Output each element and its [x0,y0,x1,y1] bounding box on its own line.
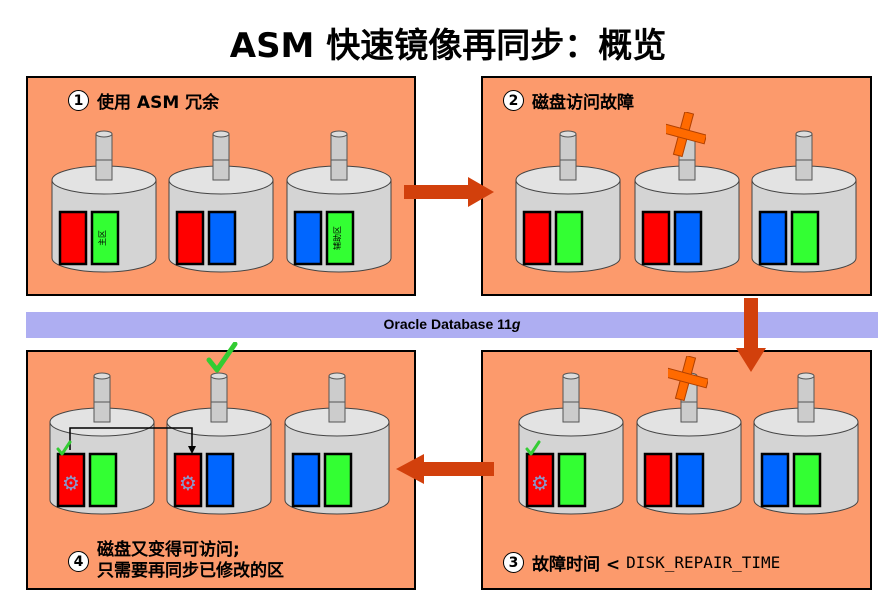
extent-blue [291,452,321,508]
panel-1-label: 1 使用 ASM 冗余 [68,88,219,113]
extent-red-updated: ⚙ [525,452,555,508]
arrow-right-icon [404,177,494,207]
panel-4-text-line1: 磁盘又变得可访问; [97,540,240,560]
disk-2-1 [514,130,622,275]
panel-3-label: 3 故障时间 < DISK_REPAIR_TIME [503,550,780,575]
arrow-down-icon [736,298,766,372]
extent-green [792,452,822,508]
extent-blue [760,452,790,508]
step-number-3: 3 [503,552,524,573]
step-number-1: 1 [68,90,89,111]
extent-green [323,452,353,508]
disk-4-1: ⚙ [48,372,156,517]
extent-red [641,210,671,266]
arrow-left-icon [396,454,494,484]
version-banner: Oracle Database 11g [26,312,878,338]
step-number-2: 2 [503,90,524,111]
disk-1-1: 主区 [50,130,158,275]
check-mark-icon [56,440,74,463]
banner-suffix: g [511,316,521,332]
extent-label: 辅助区 [332,226,342,250]
check-mark-icon [525,440,543,463]
failure-cross-icon [662,355,710,411]
extent-blue [293,210,323,266]
extent-green [790,210,820,266]
step-number-4: 4 [68,550,89,572]
page-title: ASM 快速镜像再同步：概览 [229,26,667,66]
extent-primary-green: 主区 [90,210,120,266]
extent-label: 主区 [97,230,107,246]
panel-4-label: 4 磁盘又变得可访问; 只需要再同步已修改的区 [68,540,284,582]
disk-3-3 [752,372,860,517]
gear-icon: ⚙ [531,473,549,495]
disk-4-3 [283,372,391,517]
panel-4-text-line2: 只需要再同步已修改的区 [97,561,284,581]
extent-red-updated: ⚙ [56,452,86,508]
extent-red [643,452,673,508]
panel-2-label: 2 磁盘访问故障 [503,88,634,113]
failure-cross-icon [660,111,708,167]
extent-green [554,210,584,266]
extent-blue [205,452,235,508]
panel-3-text: 故障时间 < [532,555,621,575]
extent-secondary-green: 辅助区 [325,210,355,266]
gear-icon: ⚙ [62,473,80,495]
panel-2-text: 磁盘访问故障 [532,93,634,113]
disk-2-2 [633,130,741,275]
extent-primary-red [58,210,88,266]
gear-icon: ⚙ [179,473,197,495]
disk-1-3: 辅助区 [285,130,393,275]
check-mark-icon [205,341,239,381]
panel-3-code: DISK_REPAIR_TIME [626,553,781,572]
panel-1-text: 使用 ASM 冗余 [97,93,220,113]
extent-blue [675,452,705,508]
disk-4-2: ⚙ [165,372,273,517]
disk-3-2 [635,372,743,517]
extent-red [175,210,205,266]
extent-blue [758,210,788,266]
extent-green [557,452,587,508]
resync-copy-arrow [69,427,196,454]
disk-1-2 [167,130,275,275]
extent-red-resynced: ⚙ [173,452,203,508]
disk-3-1: ⚙ [517,372,625,517]
disk-2-3 [750,130,858,275]
extent-blue [673,210,703,266]
extent-green [88,452,118,508]
extent-blue [207,210,237,266]
extent-red [522,210,552,266]
banner-text: Oracle Database 11 [383,316,512,332]
